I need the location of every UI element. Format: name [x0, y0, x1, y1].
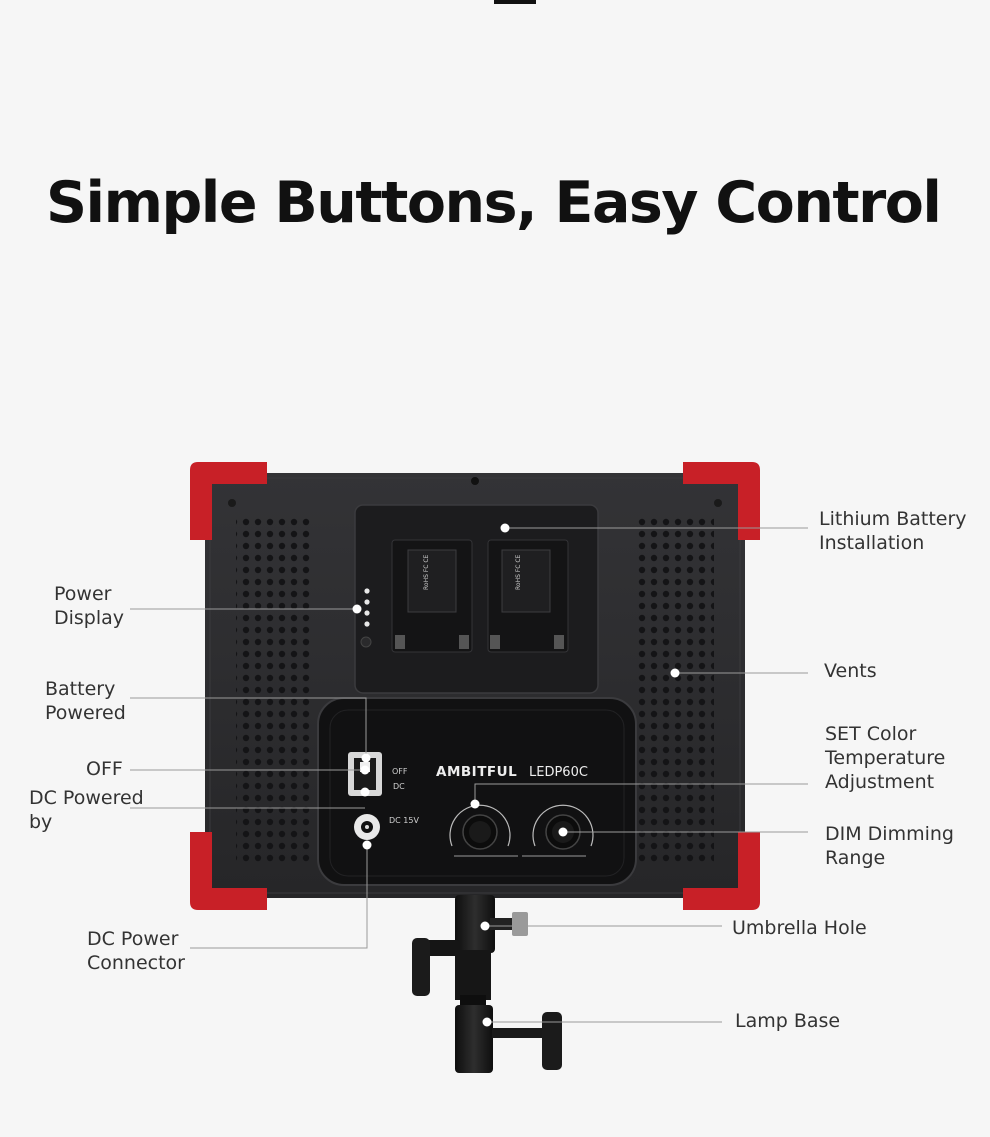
- callout-dot-vents: [670, 668, 680, 678]
- callout-dot-off: [360, 765, 370, 775]
- brand-label: AMBITFUL: [436, 764, 517, 780]
- switch-label-dc: DC: [393, 782, 405, 791]
- label-battery-powered: Battery Powered: [45, 678, 126, 724]
- label-off: OFF: [86, 758, 123, 780]
- callout-line-battery-powered: [130, 697, 367, 758]
- screw-hole: [714, 499, 722, 507]
- callout-dot-set-color: [470, 799, 480, 809]
- power-display-button: [360, 636, 372, 648]
- power-led: [364, 588, 370, 594]
- screw-hole: [471, 477, 479, 485]
- corner-protector-bottom-right: [683, 832, 760, 910]
- corner-protector-bottom-left: [190, 832, 267, 910]
- page-title: Simple Buttons, Easy Control: [46, 170, 942, 236]
- vents-left: [236, 518, 314, 863]
- model-label: LEDP60C: [529, 765, 588, 780]
- label-dc-power-connector: DC Power Connector: [87, 928, 185, 974]
- label-umbrella-hole: Umbrella Hole: [732, 917, 867, 939]
- tilt-knob: [412, 938, 430, 996]
- battery-cert-left: RoHS FC CE: [423, 554, 430, 590]
- label-power-display: Power Display: [54, 583, 125, 629]
- dc-input-label: DC 15V: [389, 816, 419, 825]
- callout-dot-battery-powered: [361, 753, 371, 763]
- callout-line-set-color: [474, 783, 808, 804]
- umbrella-screw: [512, 912, 528, 936]
- label-lamp-base: Lamp Base: [735, 1010, 841, 1032]
- callout-dot-dc-powered: [360, 787, 370, 797]
- label-dim-dimming: DIM Dimming Range: [825, 823, 954, 869]
- callout-line-dc-connector: [190, 845, 368, 949]
- corner-protector-top-left: [190, 462, 267, 540]
- callout-dot-umbrella: [480, 921, 490, 931]
- callout-dot-dc-connector: [362, 840, 372, 850]
- callout-dot-lamp-base: [482, 1017, 492, 1027]
- lamp-base-knob: [542, 1012, 562, 1070]
- battery-cert-right: RoHS FC CE: [515, 554, 522, 590]
- label-dc-powered-by: DC Powered by: [29, 787, 144, 833]
- switch-label-off: OFF: [392, 767, 408, 776]
- screw-hole: [228, 499, 236, 507]
- top-mount-notch: [494, 0, 536, 4]
- callout-dot-lithium: [500, 523, 510, 533]
- power-led: [364, 599, 370, 605]
- power-led: [364, 621, 370, 627]
- label-set-color: SET Color Temperature Adjustment: [825, 723, 946, 793]
- mount-upper: [455, 895, 495, 953]
- vents-right: [636, 518, 714, 863]
- power-led: [364, 610, 370, 616]
- label-lithium-battery: Lithium Battery Installation: [819, 508, 967, 554]
- callout-dot-power-display: [352, 604, 362, 614]
- corner-protector-top-right: [683, 462, 760, 540]
- lamp-base-socket: [455, 1005, 493, 1073]
- label-vents: Vents: [824, 660, 877, 682]
- callout-dot-dim: [558, 827, 568, 837]
